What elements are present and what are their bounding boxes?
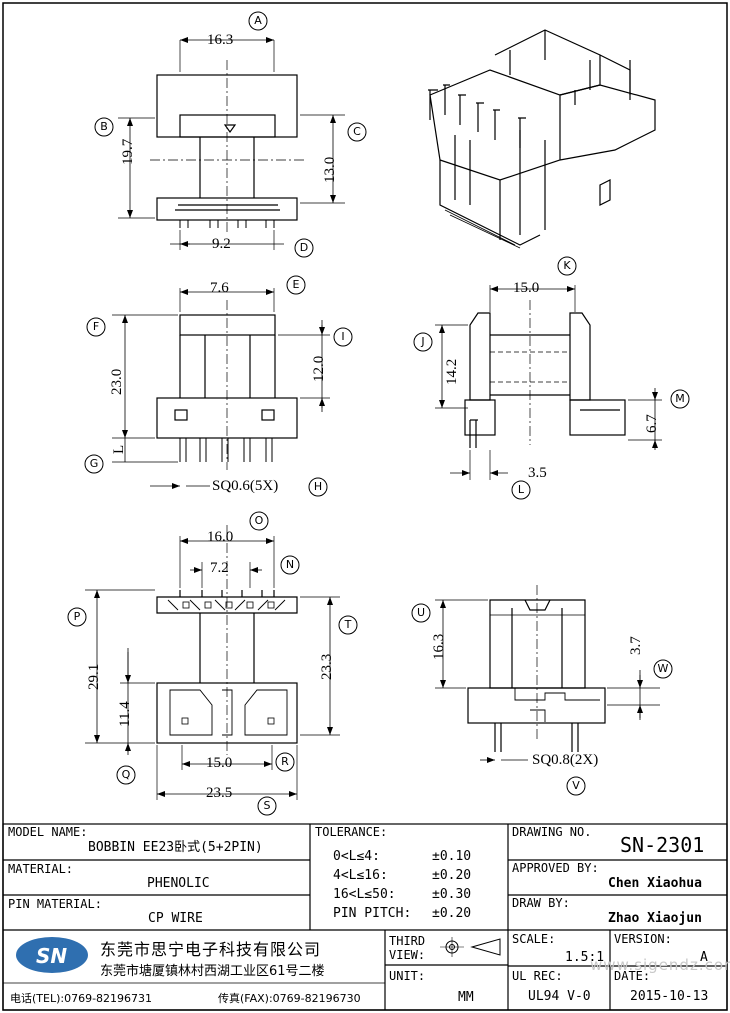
dim-j: 14.2	[444, 358, 460, 385]
callout-i: I	[341, 330, 345, 343]
dim-h: SQ0.6(5X)	[212, 478, 279, 494]
unit-label: UNIT:	[389, 969, 426, 983]
unit-value: MM	[458, 990, 474, 1005]
callout-k: K	[563, 259, 571, 272]
company-name: 东莞市思宁电子科技有限公司	[100, 940, 322, 959]
dim-i: 12.0	[311, 355, 327, 382]
dim-f: 23.0	[109, 368, 125, 395]
dim-n: 7.2	[210, 560, 229, 576]
dim-a: 16.3	[207, 32, 234, 48]
dim-l: 3.5	[528, 465, 547, 481]
callout-v: V	[572, 779, 580, 792]
callout-p: P	[73, 610, 81, 623]
ul-rec-label: UL REC:	[512, 969, 563, 983]
callout-d: D	[299, 241, 309, 254]
callout-j: J	[421, 335, 425, 348]
callout-b: B	[100, 120, 108, 133]
pin-material-value: CP WIRE	[148, 911, 203, 926]
watermark: www.sigendz.com	[590, 956, 730, 974]
callout-n: N	[285, 558, 295, 571]
tol-range-4: PIN PITCH:	[333, 906, 412, 921]
callout-h: H	[313, 480, 323, 493]
callout-a: A	[254, 14, 262, 27]
callout-t: T	[344, 618, 352, 631]
dim-b: 19.7	[120, 138, 136, 165]
company-address: 东莞市塘厦镇林村西湖工业区61号二楼	[100, 964, 325, 979]
view-bottom	[85, 525, 340, 800]
dim-u: 16.3	[431, 633, 447, 660]
pin-material-label: PIN MATERIAL:	[8, 897, 102, 911]
callout-w: W	[657, 662, 669, 675]
dim-w: 3.7	[628, 636, 644, 655]
dim-v: SQ0.8(2X)	[532, 752, 599, 768]
third-view-label-2: VIEW:	[389, 948, 426, 962]
approved-by-label: APPROVED BY:	[512, 861, 599, 875]
dim-c: 13.0	[322, 156, 338, 183]
callout-f: F	[92, 320, 100, 333]
callout-q: Q	[121, 768, 131, 781]
draw-by-label: DRAW BY:	[512, 896, 570, 910]
model-name-label: MODEL NAME:	[8, 825, 88, 839]
callout-l: L	[517, 483, 525, 496]
version-label: VERSION:	[614, 932, 672, 946]
scale-label: SCALE:	[512, 932, 556, 946]
title-block	[2, 823, 728, 1011]
view-front	[112, 288, 330, 489]
callout-s: S	[263, 799, 271, 812]
callout-c: C	[353, 125, 361, 138]
callout-m: M	[675, 392, 685, 405]
date-value: 2015-10-13	[630, 989, 709, 1004]
model-name-value: BOBBIN EE23卧式(5+2PIN)	[88, 840, 263, 855]
company-logo: SN	[36, 944, 68, 968]
tol-range-2: 4<L≤16:	[333, 868, 388, 883]
version-value: A	[700, 950, 708, 965]
callout-g: G	[89, 457, 99, 470]
dim-g: L	[111, 444, 127, 454]
company-logo-badge	[16, 937, 88, 973]
view-side	[435, 285, 662, 480]
dim-t: 23.3	[319, 653, 335, 680]
tol-value-3: ±0.30	[432, 887, 472, 902]
dim-d: 9.2	[212, 236, 231, 252]
date-label: DATE:	[614, 969, 651, 983]
dim-s: 23.5	[206, 785, 233, 801]
material-label: MATERIAL:	[8, 862, 74, 876]
tol-value-1: ±0.10	[432, 849, 472, 864]
drawing-no-label: DRAWING NO.	[512, 825, 592, 839]
callout-o: O	[254, 514, 264, 527]
material-value: PHENOLIC	[147, 876, 210, 891]
callout-r: R	[281, 755, 289, 768]
dim-p: 29.1	[86, 663, 102, 690]
view-end	[435, 585, 660, 763]
third-view-label-1: THIRD	[389, 934, 426, 948]
dim-r: 15.0	[206, 755, 233, 771]
callout-u: U	[416, 606, 426, 619]
company-fax: 传真(FAX):0769-82196730	[218, 992, 361, 1005]
company-tel: 电话(TEL):0769-82196731	[10, 992, 153, 1005]
tol-range-3: 16<L≤50:	[333, 887, 396, 902]
dim-o: 16.0	[207, 529, 234, 545]
tolerance-label: TOLERANCE:	[315, 825, 388, 839]
dim-k: 15.0	[513, 280, 540, 296]
scale-value: 1.5:1	[565, 950, 605, 965]
approved-by-value: Chen Xiaohua	[608, 876, 702, 891]
tol-value-2: ±0.20	[432, 868, 472, 883]
tol-value-4: ±0.20	[432, 906, 472, 921]
dim-e: 7.6	[210, 280, 229, 296]
drawing-no-value: SN-2301	[620, 833, 705, 857]
dim-m: 6.7	[644, 414, 660, 433]
draw-by-value: Zhao Xiaojun	[608, 911, 702, 926]
callout-e: E	[292, 278, 300, 291]
dim-q: 11.4	[117, 701, 133, 727]
view-isometric	[428, 29, 656, 249]
ul-rec-value: UL94 V-0	[528, 989, 591, 1004]
tol-range-1: 0<L≤4:	[333, 849, 380, 864]
view-top-left	[118, 37, 345, 250]
